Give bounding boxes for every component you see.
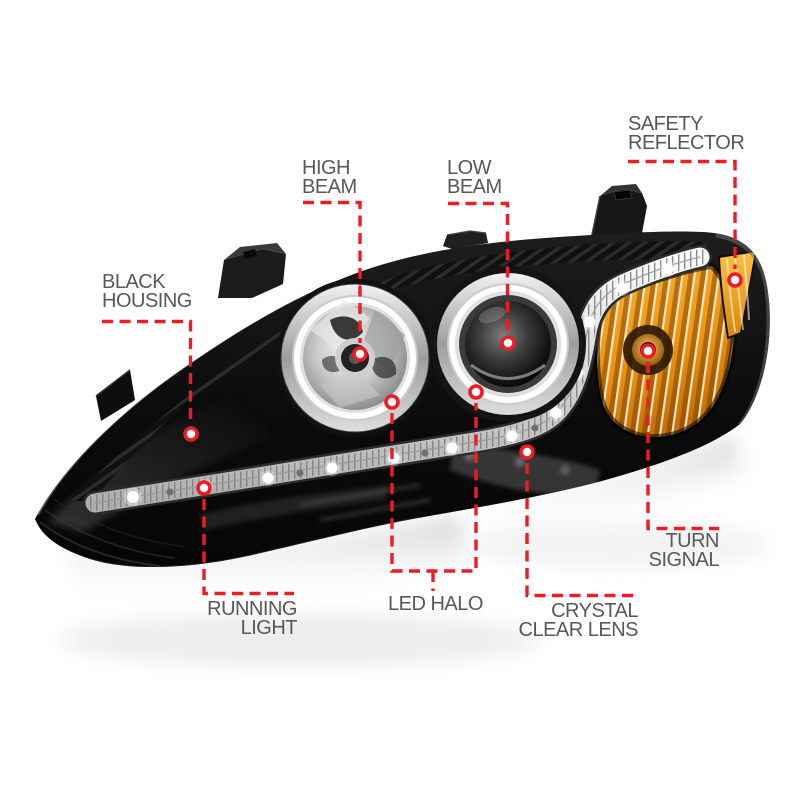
label-line: LIGHT	[240, 617, 298, 639]
label-line: BEAM	[447, 176, 502, 198]
label-low-beam: LOW BEAM	[447, 157, 502, 198]
label-running-light: RUNNING LIGHT	[207, 598, 298, 639]
label-line: BEAM	[302, 176, 357, 198]
label-high-beam: HIGH BEAM	[302, 157, 357, 198]
projector-lens	[465, 301, 551, 387]
high-beam-lamp	[276, 279, 434, 437]
label-turn-signal: TURN SIGNAL	[648, 530, 720, 571]
label-line: LOW	[447, 157, 492, 179]
label-line: RUNNING	[207, 598, 297, 620]
led-running-light-strip	[83, 245, 712, 515]
label-led-halo: LED HALO	[388, 593, 483, 615]
label-line: HIGH	[302, 157, 350, 179]
label-line: CRYSTAL	[551, 600, 638, 622]
low-beam-lamp	[430, 266, 586, 422]
label-line: LED HALO	[388, 593, 483, 615]
label-safety-reflector: SAFETY REFLECTOR	[628, 113, 745, 154]
label-line: SIGNAL	[648, 549, 720, 571]
label-crystal-clear-lens: CRYSTAL CLEAR LENS	[518, 600, 639, 641]
label-line: SAFETY	[628, 113, 703, 135]
label-line: BLACK	[102, 271, 166, 293]
label-line: CLEAR LENS	[518, 619, 639, 641]
label-line: HOUSING	[102, 290, 192, 312]
label-black-housing: BLACK HOUSING	[102, 271, 192, 312]
label-line: REFLECTOR	[628, 132, 745, 154]
label-line: TURN	[665, 530, 719, 552]
